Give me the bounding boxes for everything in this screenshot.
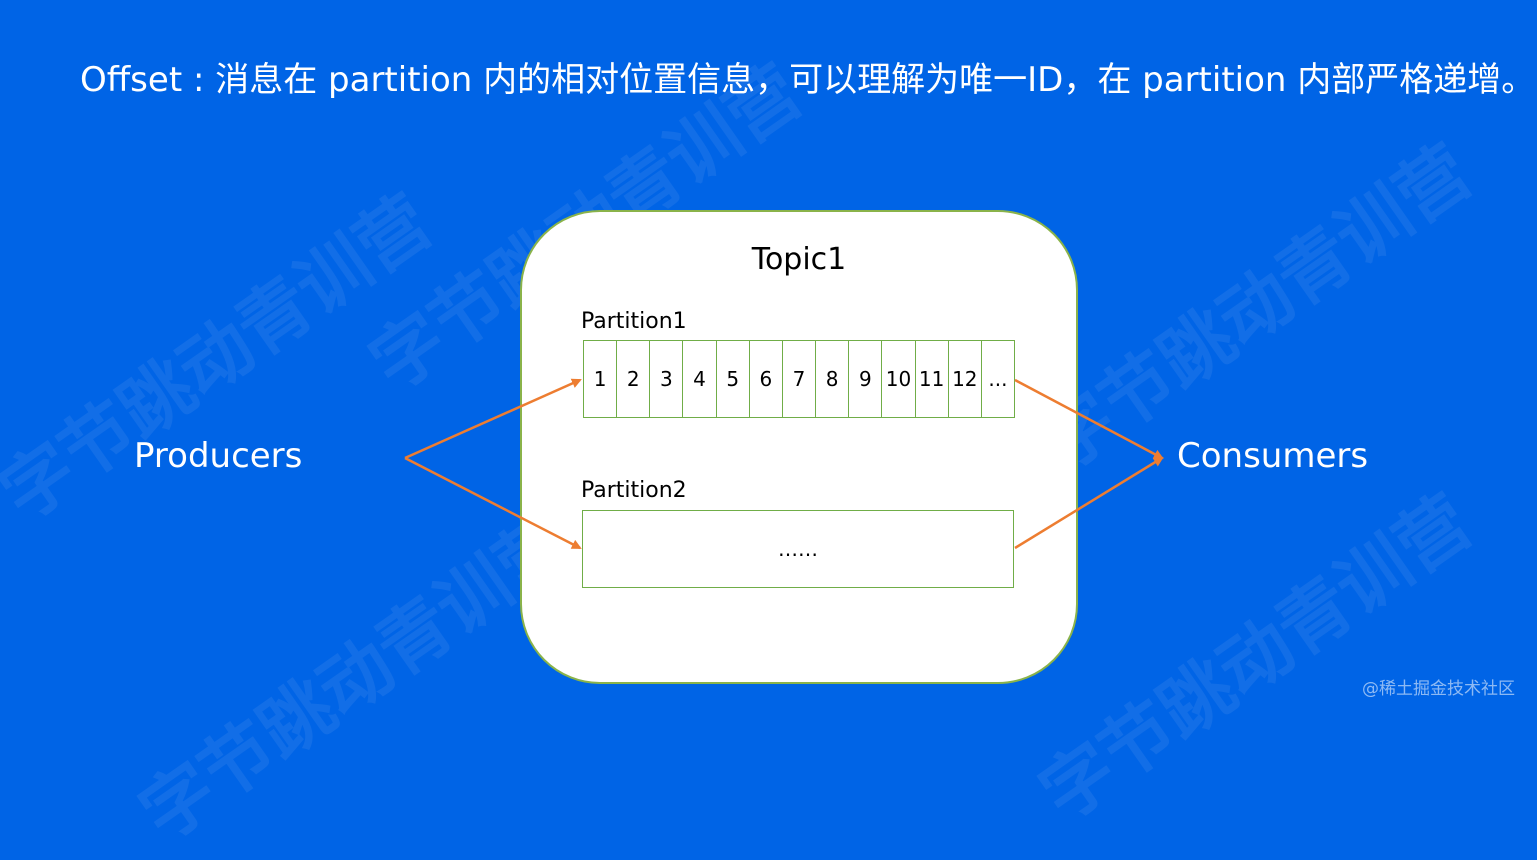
offset-cell: 6 [750,341,783,417]
producers-label: Producers [134,436,303,476]
partition1-label: Partition1 [581,309,687,334]
topic-title: Topic1 [751,242,847,277]
offset-cell: 9 [849,341,883,417]
offset-cell: 7 [783,341,817,417]
watermark: 字节跳动青训营 [125,498,587,857]
partition2-label: Partition2 [581,478,687,503]
partition2-box: …… [582,510,1014,588]
offset-cell: 10 [882,341,916,417]
offset-cell: 12 [949,341,982,417]
credit-text: @稀土掘金技术社区 [1362,679,1515,699]
topic-box: Topic1 [520,210,1078,684]
offset-cell: 8 [816,341,850,417]
offset-cell: 11 [916,341,949,417]
watermark: 字节跳动青训营 [1025,128,1487,487]
offset-cell: 1 [584,341,618,417]
partition2-content: …… [778,537,818,561]
consumers-label: Consumers [1177,436,1369,476]
offset-cell: 3 [650,341,684,417]
watermark: 字节跳动青训营 [0,178,447,537]
offset-cell: 2 [617,341,651,417]
offset-cell: 4 [683,341,717,417]
watermark: 字节跳动青训营 [1025,478,1487,837]
offset-cell: 5 [717,341,750,417]
offset-cell: ... [988,367,1008,391]
slide-title: Offset : 消息在 partition 内的相对位置信息，可以理解为唯一I… [80,60,1536,100]
